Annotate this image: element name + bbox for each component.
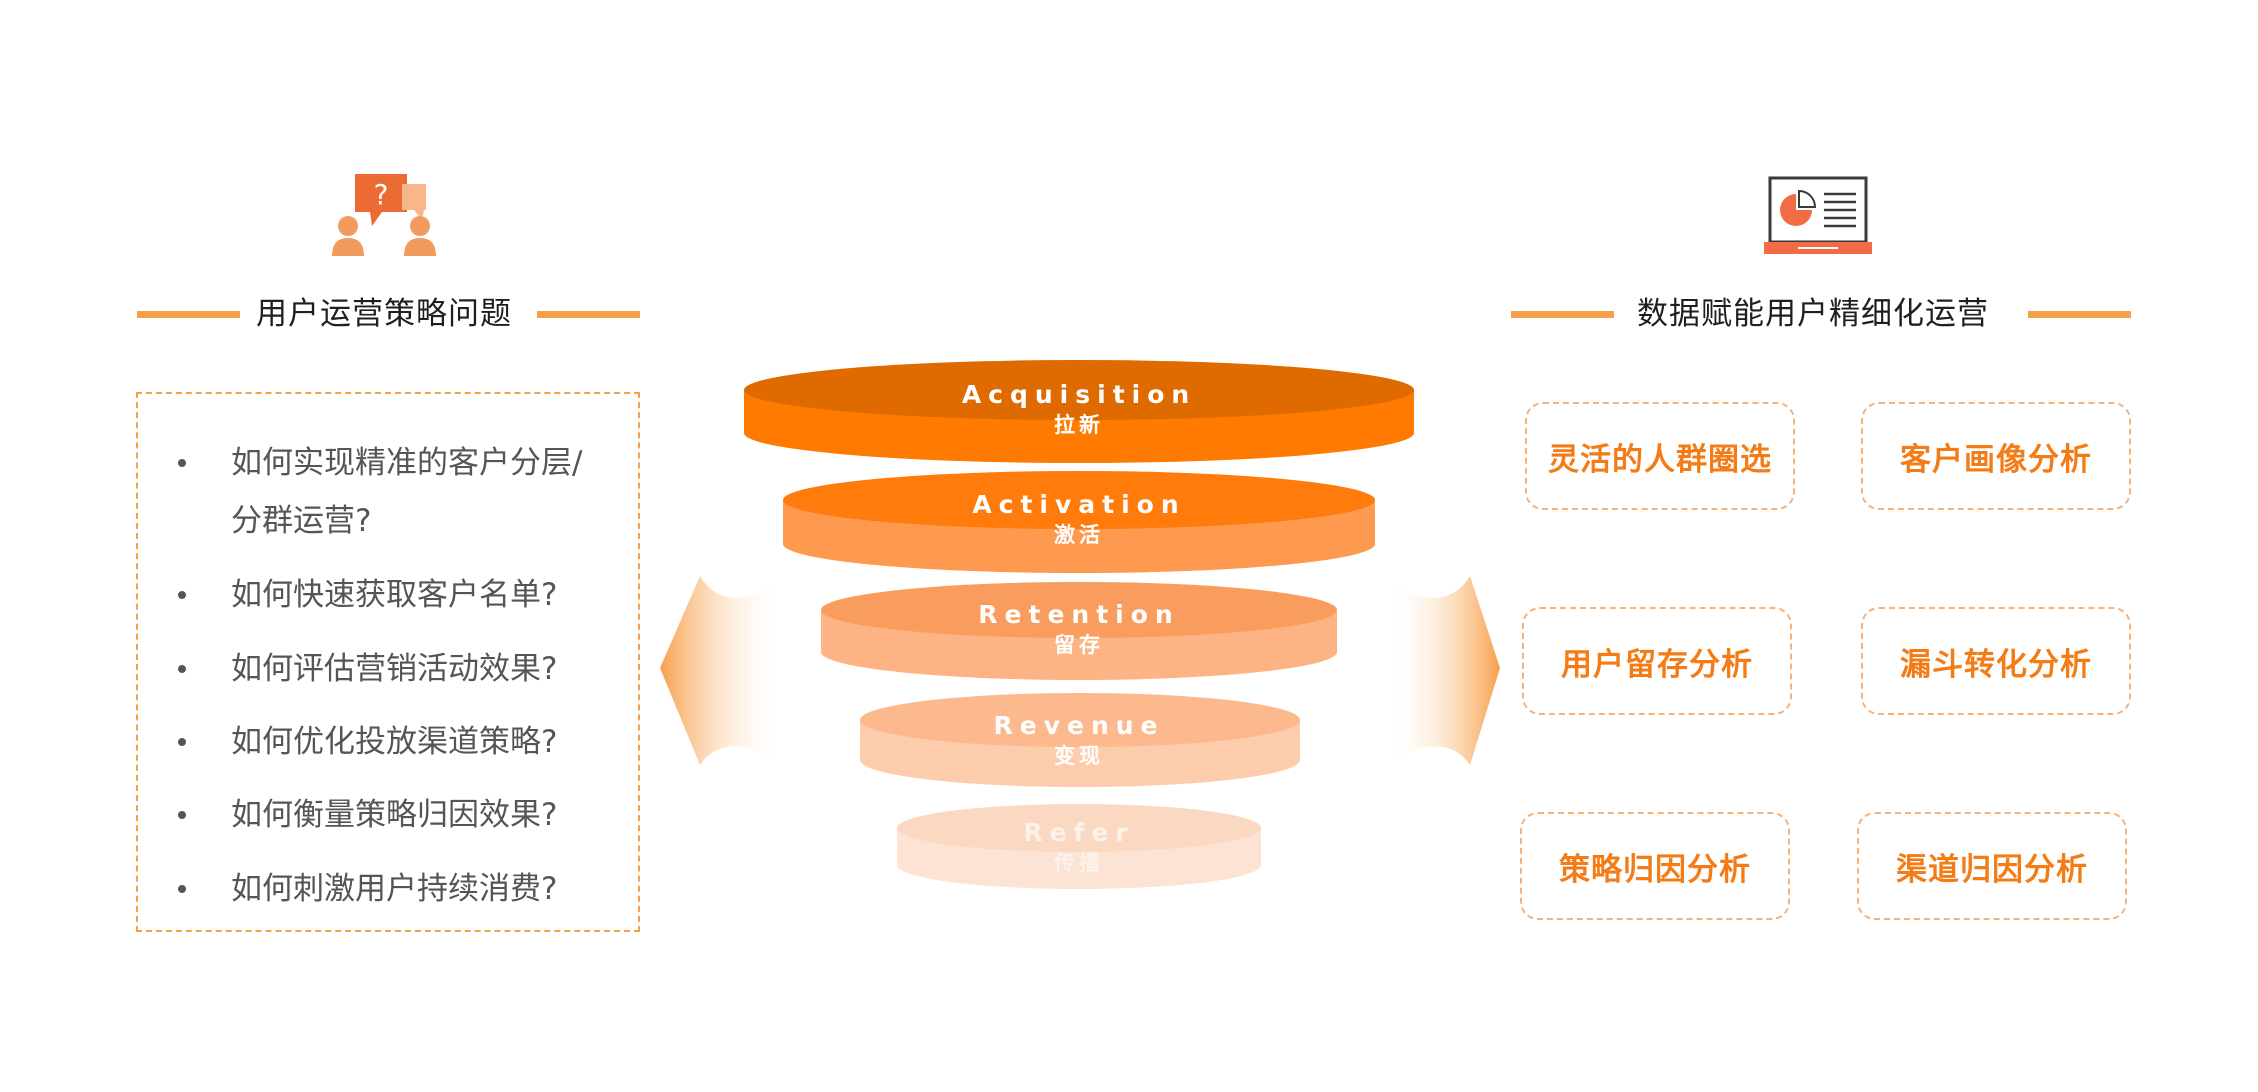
capability-tag: 策略归因分析 (1520, 812, 1790, 920)
stage-name-en: Activation (972, 490, 1186, 519)
question-text: 如何刺激用户持续消费? (231, 871, 558, 907)
stage-name-zh: 激活 (1054, 523, 1104, 547)
stage-name-en: Retention (978, 600, 1180, 629)
question-text: 如何快速获取客户名单? (231, 577, 558, 613)
bullet-icon (178, 591, 186, 599)
capability-tag: 漏斗转化分析 (1861, 607, 2131, 715)
capability-tag: 灵活的人群圈选 (1525, 402, 1795, 510)
stage-name-en: Acquisition (961, 380, 1197, 409)
right-title-line-left (1511, 311, 1614, 318)
bullet-icon (178, 459, 186, 467)
left-title-line-left (137, 311, 240, 318)
funnel-label-acquisition: Acquisition 拉新 (879, 380, 1279, 439)
stage-name-zh: 拉新 (1054, 413, 1104, 437)
capability-tag: 渠道归因分析 (1857, 812, 2127, 920)
svg-text:?: ? (374, 178, 389, 211)
right-arrow-icon (1385, 575, 1500, 770)
laptop-report-icon (1764, 176, 1872, 256)
bullet-icon (178, 665, 186, 673)
funnel-stage-refer (897, 804, 1261, 889)
funnel-stage-activation (783, 471, 1375, 573)
stage-name-en: Refer (1023, 818, 1135, 847)
right-title-line-right (2028, 311, 2131, 318)
bullet-icon (178, 811, 186, 819)
right-section-title: 数据赋能用户精细化运营 (1637, 296, 1989, 332)
question-text: 如何实现精准的客户分层/分群运营? (231, 445, 583, 539)
funnel-label-activation: Activation 激活 (879, 490, 1279, 549)
stage-name-en: Revenue (993, 711, 1165, 740)
people-question-icon: ? (330, 170, 440, 260)
left-title-line-right (537, 311, 640, 318)
capability-tag: 客户画像分析 (1861, 402, 2131, 510)
funnel-stage-acquisition (744, 360, 1414, 463)
stage-name-zh: 传播 (1054, 851, 1104, 875)
bullet-icon (178, 738, 186, 746)
funnel-label-refer: Refer 传播 (879, 818, 1279, 877)
left-section-title: 用户运营策略问题 (256, 296, 512, 332)
bullet-icon (178, 885, 186, 893)
funnel-label-revenue: Revenue 变现 (879, 711, 1279, 770)
capability-tag: 用户留存分析 (1522, 607, 1792, 715)
question-panel: 如何实现精准的客户分层/分群运营? 如何快速获取客户名单? 如何评估营销活动效果… (136, 392, 640, 932)
stage-name-zh: 留存 (1054, 633, 1104, 657)
funnel-label-retention: Retention 留存 (879, 600, 1279, 659)
funnel-stage-revenue (860, 693, 1300, 787)
funnel-stage-retention (821, 582, 1337, 680)
question-text: 如何衡量策略归因效果? (231, 797, 558, 833)
question-text: 如何评估营销活动效果? (231, 651, 558, 687)
left-arrow-icon (660, 575, 785, 770)
question-text: 如何优化投放渠道策略? (231, 724, 558, 760)
stage-name-zh: 变现 (1054, 744, 1104, 768)
